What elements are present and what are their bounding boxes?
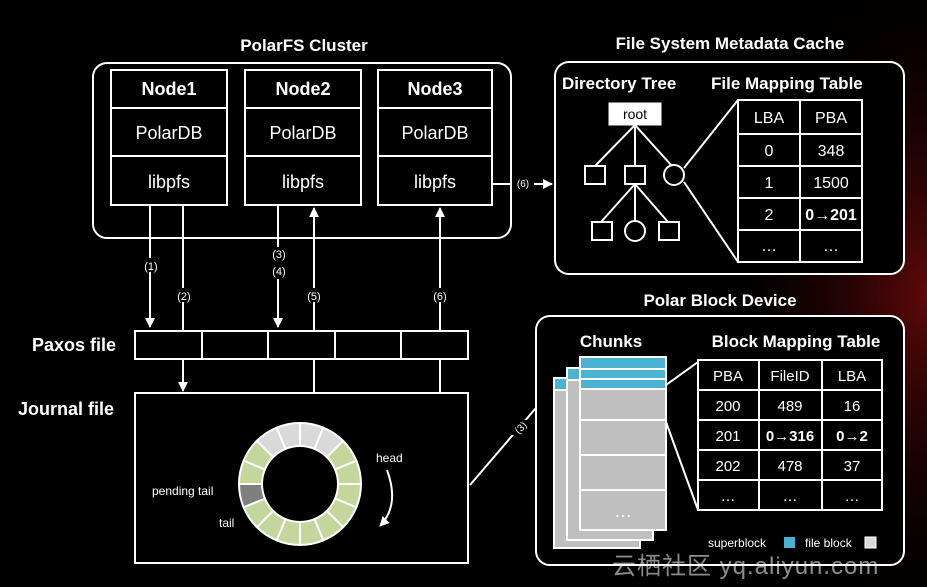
node3: Node3 PolarDB libpfs: [377, 69, 493, 206]
block-device-title: Polar Block Device: [643, 291, 796, 310]
fmt-cell: 348: [818, 143, 845, 160]
chunk-stack: …: [553, 356, 699, 549]
file-mapping-table: LBA PBA 0 348 1 1500 2 0→201 … …: [737, 99, 863, 263]
node3-lib: libpfs: [414, 172, 456, 192]
bmt-cell: …: [721, 488, 736, 505]
fmt-cell: 2: [765, 207, 774, 224]
node3-db: PolarDB: [401, 123, 468, 143]
bmt-cell: …: [783, 488, 798, 505]
chunk-superblock: [579, 356, 667, 370]
node2-name: Node2: [275, 79, 330, 99]
bmt-cell-updated: 0→316: [766, 428, 814, 445]
bmt-cell: 16: [844, 398, 861, 415]
fmt-cell: 1: [765, 175, 774, 192]
step1-label: (1): [144, 261, 157, 273]
block-mapping-title: Block Mapping Table: [712, 332, 881, 351]
journal-head-label: head: [376, 451, 403, 465]
node2: Node2 PolarDB libpfs: [244, 69, 362, 206]
bmt-cell: …: [845, 488, 860, 505]
step6-cache-label: (6): [517, 179, 529, 190]
paxos-file-bar: [134, 330, 469, 360]
node1-lib: libpfs: [148, 172, 190, 192]
node1-name: Node1: [141, 79, 196, 99]
node2-lib: libpfs: [282, 172, 324, 192]
paxos-file-label: Paxos file: [32, 335, 116, 355]
step2-label: (2): [177, 291, 190, 303]
fmt-cell: …: [761, 238, 777, 255]
legend-superblock-label: superblock: [708, 536, 767, 550]
step5-label: (5): [307, 291, 320, 303]
fmt-cell: …: [823, 238, 839, 255]
journal-ring: [237, 421, 363, 547]
legend-fileblock-label: file block: [805, 536, 853, 550]
bmt-cell: 37: [844, 458, 861, 475]
step4-label: (4): [272, 266, 285, 278]
fmt-header-lba: LBA: [754, 110, 785, 127]
bmt-cell: 489: [777, 398, 802, 415]
journal-head-arrow: [379, 469, 394, 527]
journal-file-label: Journal file: [18, 399, 114, 419]
chunks-label: Chunks: [580, 332, 642, 351]
journal-ring-segment: [275, 421, 301, 451]
fmt-cell: 1500: [813, 175, 849, 192]
tree-root-label: root: [623, 106, 647, 122]
journal-pending-tail-label: pending tail: [152, 484, 213, 498]
block-mapping-table: PBA FileID LBA 200 489 16 201 0→316 0→2 …: [697, 359, 883, 511]
cluster-box: [92, 62, 512, 239]
journal-tail-label: tail: [219, 516, 234, 530]
fmt-cell-updated: 0→201: [805, 207, 857, 224]
legend-fileblock-swatch: [864, 536, 877, 549]
fmt-cell: 0: [765, 143, 774, 160]
bmt-cell: 478: [777, 458, 802, 475]
fmt-header-pba: PBA: [815, 110, 847, 127]
bmt-cell: 200: [715, 398, 740, 415]
bmt-header-pba: PBA: [713, 368, 743, 385]
node1-db: PolarDB: [135, 123, 202, 143]
metadata-cache-title: File System Metadata Cache: [616, 34, 845, 53]
step6-label: (6): [433, 291, 446, 303]
directory-tree: root: [584, 99, 739, 263]
watermark: 云栖社区 yq.aliyun.com: [612, 553, 880, 580]
node3-name: Node3: [407, 79, 462, 99]
bmt-header-lba: LBA: [838, 368, 866, 385]
cluster-title: PolarFS Cluster: [240, 36, 368, 55]
bmt-cell: 202: [715, 458, 740, 475]
chunk-ellipsis: …: [614, 501, 632, 521]
directory-tree-title: Directory Tree: [562, 74, 676, 93]
bmt-cell-updated: 0→2: [836, 428, 868, 445]
legend-superblock-swatch: [784, 537, 795, 548]
node2-db: PolarDB: [269, 123, 336, 143]
node1: Node1 PolarDB libpfs: [110, 69, 228, 206]
file-mapping-title: File Mapping Table: [711, 74, 863, 93]
bmt-cell: 201: [715, 428, 740, 445]
bmt-header-fileid: FileID: [770, 368, 809, 385]
legend: superblock file block: [708, 536, 877, 550]
step3-label: (3): [272, 249, 285, 261]
